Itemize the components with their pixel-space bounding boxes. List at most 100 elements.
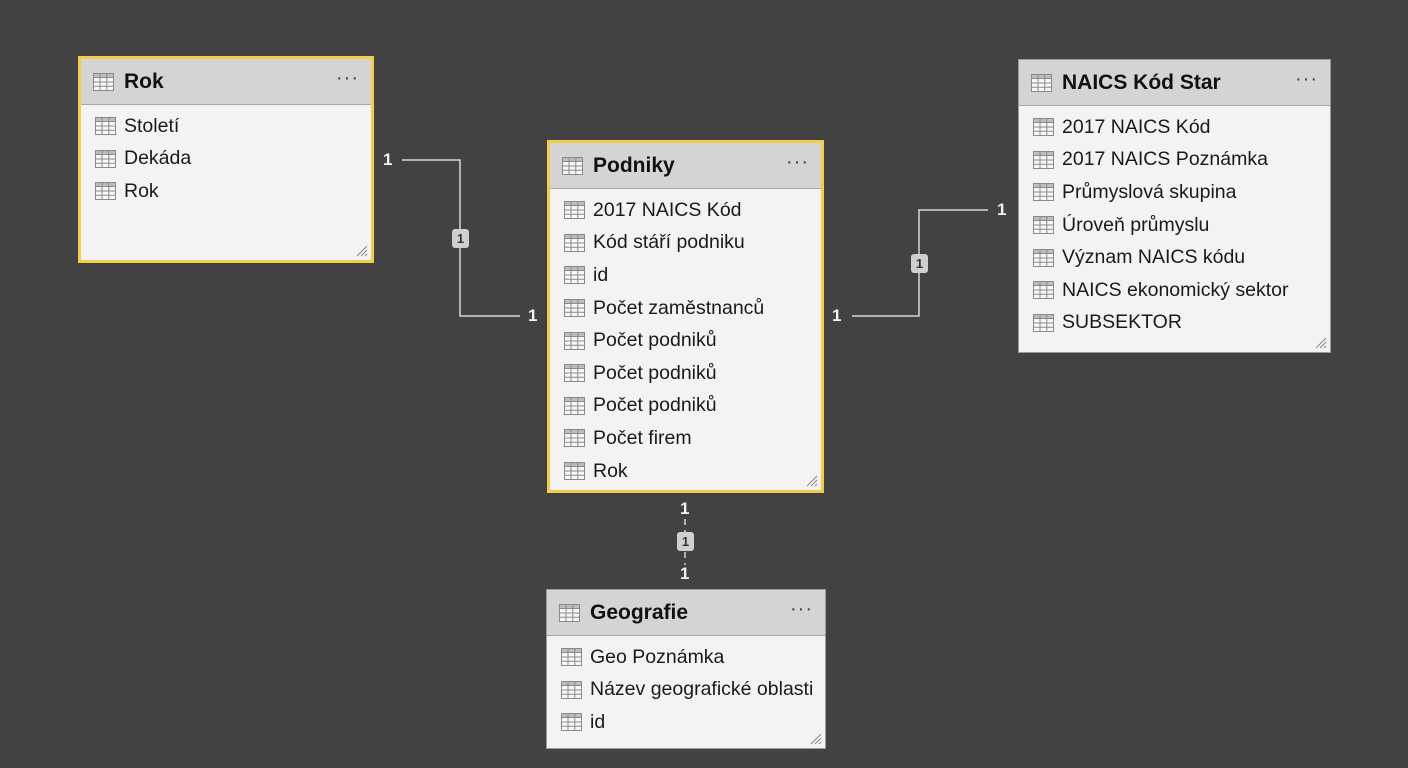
- table-title: NAICS Kód Star: [1062, 70, 1221, 94]
- field-row[interactable]: Název geografické oblasti: [547, 674, 825, 707]
- resize-grip-icon[interactable]: [1315, 337, 1327, 349]
- more-options-button[interactable]: ···: [1295, 67, 1318, 90]
- column-icon: [564, 233, 585, 252]
- field-row[interactable]: 2017 NAICS Kód: [550, 194, 821, 227]
- field-row[interactable]: Počet podniků: [550, 324, 821, 357]
- column-icon: [564, 201, 585, 220]
- cardinality-label: 1: [680, 499, 690, 518]
- column-icon: [95, 182, 116, 201]
- field-label: NAICS ekonomický sektor: [1062, 278, 1289, 301]
- column-icon: [1033, 313, 1054, 332]
- field-row[interactable]: 2017 NAICS Poznámka: [1019, 144, 1330, 177]
- column-icon: [1033, 150, 1054, 169]
- column-icon: [564, 266, 585, 285]
- field-row[interactable]: Počet podniků: [550, 357, 821, 390]
- cardinality-badge[interactable]: 1: [911, 254, 928, 273]
- field-row[interactable]: Úroveň průmyslu: [1019, 209, 1330, 242]
- field-label: id: [590, 710, 606, 733]
- more-options-button[interactable]: ···: [786, 150, 809, 173]
- field-row[interactable]: Průmyslová skupina: [1019, 176, 1330, 209]
- field-row[interactable]: Kód stáří podniku: [550, 227, 821, 260]
- column-icon: [1033, 118, 1054, 137]
- table-title: Podniky: [593, 153, 675, 177]
- field-row[interactable]: Rok: [550, 455, 821, 488]
- field-label: Počet firem: [593, 426, 692, 449]
- column-icon: [561, 680, 582, 699]
- field-label: Průmyslová skupina: [1062, 180, 1237, 203]
- field-label: Počet podniků: [593, 329, 717, 352]
- field-row[interactable]: Počet podniků: [550, 390, 821, 423]
- field-label: 2017 NAICS Kód: [593, 198, 742, 221]
- field-label: Název geografické oblasti: [590, 678, 814, 701]
- field-label: 2017 NAICS Poznámka: [1062, 148, 1268, 171]
- field-row[interactable]: Dekáda: [81, 143, 371, 176]
- resize-grip-icon[interactable]: [806, 475, 818, 487]
- field-label: 2017 NAICS Kód: [1062, 115, 1211, 138]
- field-label: Počet podniků: [593, 394, 717, 417]
- more-options-button[interactable]: ···: [790, 597, 813, 620]
- field-label: Význam NAICS kódu: [1062, 246, 1246, 269]
- field-row[interactable]: NAICS ekonomický sektor: [1019, 274, 1330, 307]
- field-row[interactable]: Geo Poznámka: [547, 641, 825, 674]
- column-icon: [95, 149, 116, 168]
- table-header[interactable]: Geografie ···: [547, 590, 825, 636]
- field-label: Století: [124, 114, 180, 137]
- field-row[interactable]: Význam NAICS kódu: [1019, 241, 1330, 274]
- more-options-button[interactable]: ···: [336, 66, 359, 89]
- cardinality-label: 1: [383, 150, 393, 169]
- cardinality-label: 1: [680, 564, 690, 583]
- field-row[interactable]: Počet firem: [550, 422, 821, 455]
- column-icon: [1033, 281, 1054, 300]
- field-row[interactable]: id: [550, 259, 821, 292]
- field-row[interactable]: id: [547, 706, 825, 739]
- cardinality-badge[interactable]: 1: [677, 532, 694, 551]
- column-icon: [564, 462, 585, 481]
- field-label: SUBSEKTOR: [1062, 311, 1182, 334]
- field-row[interactable]: Rok: [81, 175, 371, 208]
- table-header[interactable]: NAICS Kód Star ···: [1019, 60, 1330, 106]
- table-title: Rok: [124, 69, 164, 93]
- cardinality-label: 1: [832, 306, 842, 325]
- field-label: Geo Poznámka: [590, 645, 725, 668]
- column-icon: [1033, 183, 1054, 202]
- cardinality-label: 1: [528, 306, 538, 325]
- field-label: id: [593, 263, 609, 286]
- field-label: Dekáda: [124, 147, 192, 170]
- resize-grip-icon[interactable]: [356, 245, 368, 257]
- field-label: Rok: [124, 179, 159, 202]
- field-row[interactable]: Století: [81, 110, 371, 143]
- field-label: Počet zaměstnanců: [593, 296, 765, 319]
- column-icon: [564, 331, 585, 350]
- column-icon: [564, 396, 585, 415]
- column-icon: [564, 429, 585, 448]
- table-header[interactable]: Rok ···: [81, 59, 371, 105]
- resize-grip-icon[interactable]: [810, 733, 822, 745]
- field-row[interactable]: Počet zaměstnanců: [550, 292, 821, 325]
- cardinality-label: 1: [997, 200, 1007, 219]
- cardinality-badge[interactable]: 1: [452, 229, 469, 248]
- field-row[interactable]: SUBSEKTOR: [1019, 307, 1330, 340]
- column-icon: [561, 713, 582, 732]
- table-header[interactable]: Podniky ···: [550, 143, 821, 189]
- field-label: Rok: [593, 459, 628, 482]
- column-icon: [1033, 248, 1054, 267]
- field-row[interactable]: 2017 NAICS Kód: [1019, 111, 1330, 144]
- column-icon: [564, 364, 585, 383]
- column-icon: [95, 117, 116, 136]
- field-label: Počet podniků: [593, 361, 717, 384]
- table-icon: [1031, 73, 1052, 92]
- field-label: Kód stáří podniku: [593, 231, 745, 254]
- table-icon: [562, 156, 583, 175]
- table-title: Geografie: [590, 600, 689, 624]
- table-icon: [559, 603, 580, 622]
- column-icon: [561, 648, 582, 667]
